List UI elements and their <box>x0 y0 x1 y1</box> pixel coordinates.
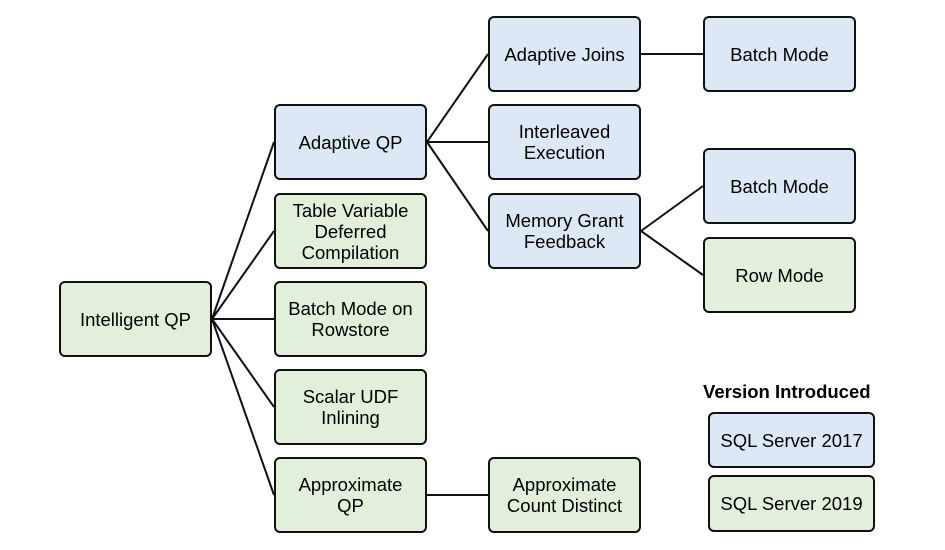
edge-intelligent-qp-to-adaptive-qp <box>211 141 275 320</box>
edge-intelligent-qp-to-approximate-qp <box>211 318 275 496</box>
node-batch-mode-on-rowstore: Batch Mode on Rowstore <box>274 281 427 357</box>
node-approximate-count-distinct: Approximate Count Distinct <box>488 457 641 533</box>
node-intelligent-qp: Intelligent QP <box>59 281 212 357</box>
edge-memory-grant-feedback-to-mgf-row-mode <box>640 230 704 276</box>
edge-adaptive-qp-to-memory-grant-feedback <box>426 141 489 232</box>
node-table-variable-deferred-compilation: Table Variable Deferred Compilation <box>274 193 427 269</box>
node-approximate-qp: Approximate QP <box>274 457 427 533</box>
node-adaptive-qp: Adaptive QP <box>274 104 427 180</box>
node-interleaved-execution: Interleaved Execution <box>488 104 641 180</box>
node-adaptive-joins-batch-mode: Batch Mode <box>703 16 856 92</box>
node-scalar-udf-inlining: Scalar UDF Inlining <box>274 369 427 445</box>
edge-memory-grant-feedback-to-mgf-batch-mode <box>640 185 704 232</box>
edge-intelligent-qp-to-table-variable-deferred-compilation <box>211 230 275 320</box>
legend-item-sql-server-2017: SQL Server 2017 <box>708 412 875 468</box>
node-memory-grant-feedback: Memory Grant Feedback <box>488 193 641 269</box>
node-adaptive-joins: Adaptive Joins <box>488 16 641 92</box>
edge-adaptive-qp-to-adaptive-joins <box>426 53 489 143</box>
legend-item-sql-server-2019: SQL Server 2019 <box>708 475 875 532</box>
node-memory-grant-batch-mode: Batch Mode <box>703 148 856 224</box>
node-memory-grant-row-mode: Row Mode <box>703 237 856 313</box>
edge-intelligent-qp-to-scalar-udf-inlining <box>211 318 275 408</box>
legend-title: Version Introduced <box>703 381 871 402</box>
